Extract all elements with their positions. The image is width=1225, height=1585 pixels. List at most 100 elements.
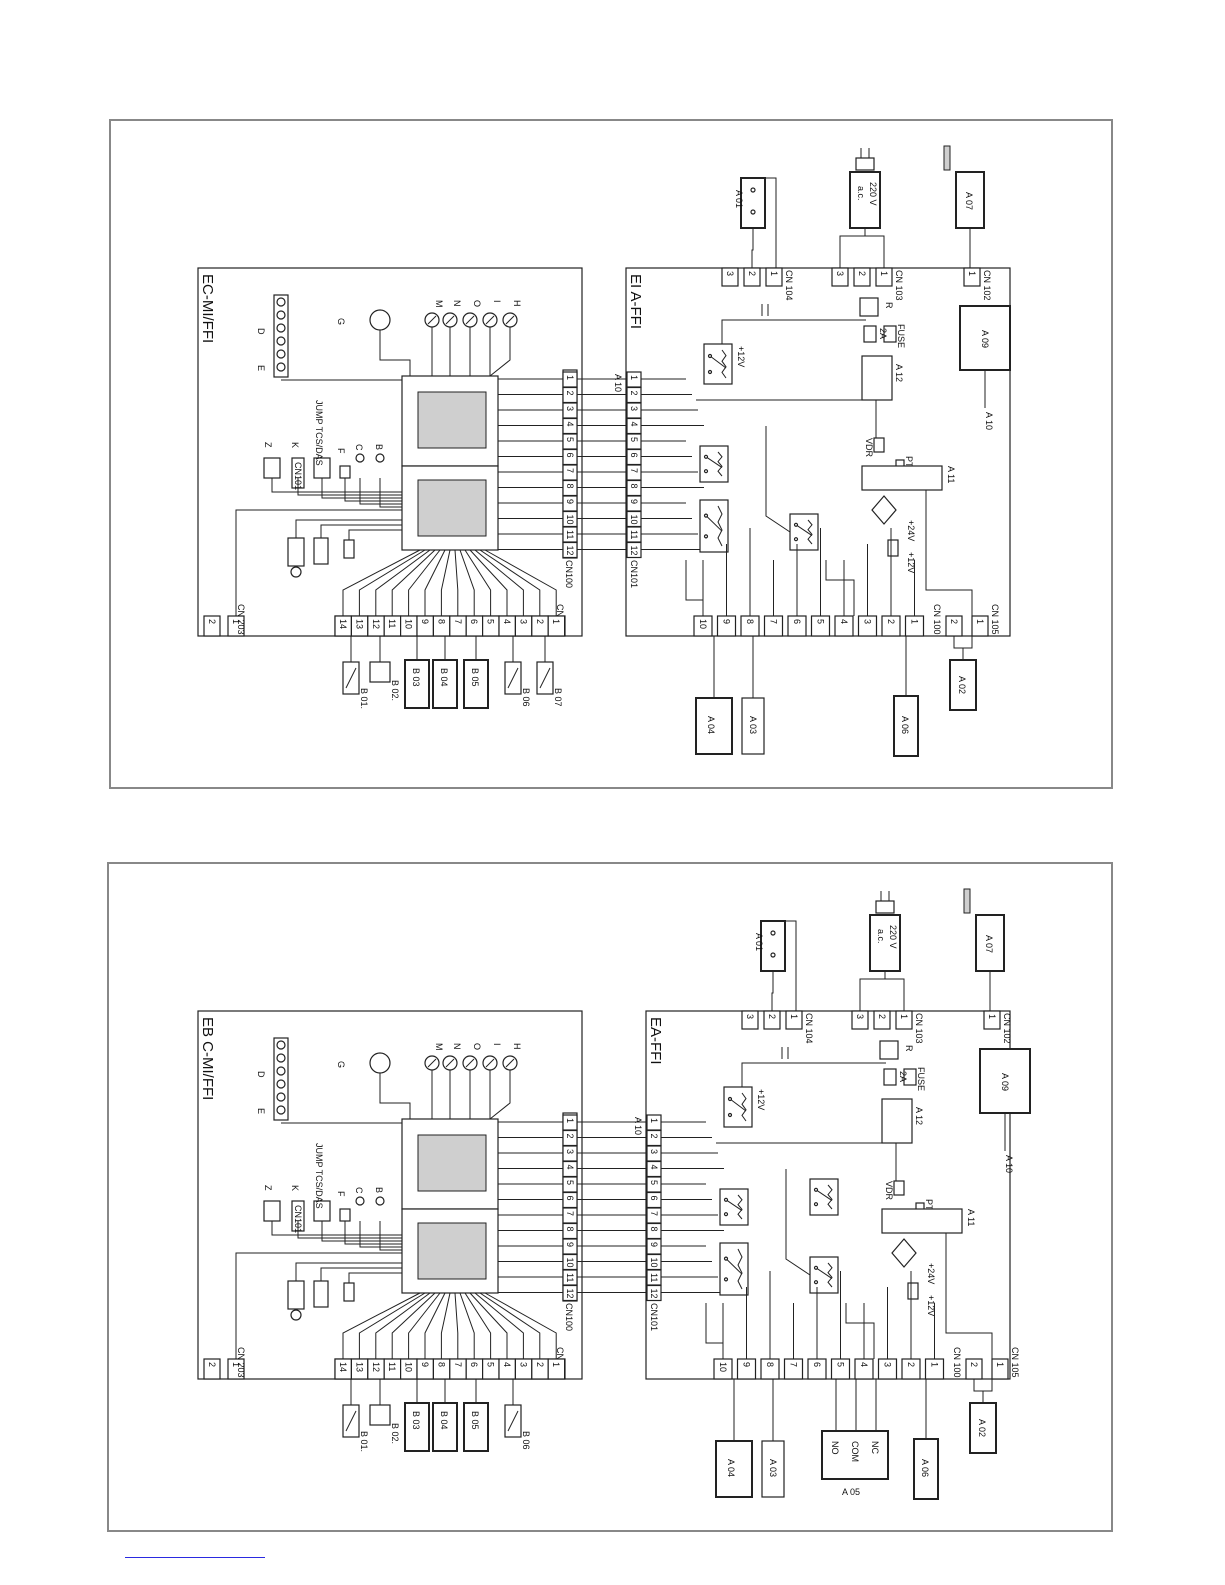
cn200-pin-number: 6 [469, 619, 479, 624]
b-component-label: B 03 [411, 1411, 421, 1430]
cn101-pin-number: 4 [649, 1165, 659, 1170]
wire [271, 1221, 402, 1236]
regulator [887, 539, 899, 557]
power-board-outline [625, 267, 1011, 637]
display-pin [276, 1105, 286, 1115]
label-k: K [290, 1185, 300, 1191]
label-fuse: FUSE [916, 1067, 926, 1091]
rectifier-bridge [891, 1238, 917, 1268]
vdr [873, 437, 885, 453]
relay-body [719, 1188, 749, 1226]
component-c [355, 1196, 365, 1206]
cn200-pin-number: 13 [354, 1362, 364, 1372]
cn101-pin-number: 8 [649, 1227, 659, 1232]
cn100-pin-number: 3 [565, 1149, 575, 1154]
cn100-pin-number: 8 [565, 484, 575, 489]
label-a03: A 03 [748, 716, 758, 734]
fuse-1 [883, 1068, 897, 1086]
component-l [343, 1282, 355, 1302]
cn100-pin-number: 10 [565, 515, 575, 525]
led-arrow [485, 1058, 495, 1068]
relay-terminal [723, 1256, 729, 1261]
relay-body [809, 1256, 839, 1294]
component-indicator [290, 1309, 302, 1321]
fuse-1 [863, 325, 877, 343]
relay-contact [795, 524, 813, 537]
cn100-power-pin-number: 8 [745, 619, 755, 624]
label-cn103: CN 103 [914, 1013, 924, 1044]
component-j [313, 537, 329, 565]
cn104-pin-number: 3 [745, 1014, 755, 1019]
b-component-label: B 02. [390, 680, 400, 701]
cn103-pin-number: 2 [857, 271, 867, 276]
label-a10-right: A 10 [1004, 1155, 1014, 1173]
relay-body [809, 1178, 839, 1216]
label-r: R [884, 302, 894, 309]
b-component-label: B 01. [359, 688, 369, 709]
cn102-pin-number: 1 [987, 1014, 997, 1019]
control-board-outline [197, 1010, 583, 1380]
wire [479, 1292, 541, 1359]
label-b: B [374, 444, 384, 450]
display-pin [276, 310, 286, 320]
component-module [287, 1280, 305, 1310]
cn200-pin-number: 2 [535, 1362, 545, 1367]
label-f: F [336, 1191, 346, 1197]
label-cn103: CN 103 [894, 270, 904, 301]
wire [765, 426, 791, 533]
cn105-pin-number: 2 [969, 1362, 979, 1367]
cn100-pin-number: 12 [565, 1289, 575, 1299]
relay-coil [827, 1184, 833, 1210]
led-arrow [445, 1058, 455, 1068]
relay-terminal [793, 537, 799, 542]
label-g: G [336, 318, 346, 325]
control-board-outline [197, 267, 583, 637]
cn105-pin-number: 1 [975, 619, 985, 624]
cn100-power-pin-number: 5 [816, 619, 826, 624]
label-a04: A 04 [706, 716, 716, 734]
relay-terminal [723, 1212, 729, 1217]
cn100-pin-number: 8 [565, 1227, 575, 1232]
mcu-chip-1 [417, 391, 487, 449]
cn100-pin-number: 9 [565, 1242, 575, 1247]
cn103-pin-number: 2 [877, 1014, 887, 1019]
cn100-pin-number: 11 [565, 1273, 575, 1282]
label-cn100-power: CN 100 [952, 1347, 962, 1378]
label-b: B [374, 1187, 384, 1193]
connector-f [339, 1208, 351, 1222]
component-b [375, 453, 385, 463]
relay-w [719, 1188, 749, 1226]
cn103-pin [873, 1010, 891, 1030]
label-jump: JUMP TCS/DAS [314, 1143, 324, 1209]
jumper-z [263, 457, 281, 479]
led-arrow [505, 315, 515, 325]
cn100-pin-number: 2 [565, 1134, 575, 1139]
label-indicator: M [434, 300, 444, 308]
label-cn102: CN 102 [982, 270, 992, 301]
wire [696, 399, 877, 438]
b-component-label: B 06 [521, 1431, 531, 1450]
b-component-label: B 04 [439, 668, 449, 687]
regulator [907, 1282, 919, 1300]
label-a12: A 12 [914, 1107, 924, 1125]
relay-r [859, 297, 879, 317]
relay-terminal [813, 1265, 819, 1270]
relay-terminal [703, 469, 709, 474]
cn104-pin [785, 1010, 803, 1030]
control-board-title: EC-MI/FFI [199, 274, 216, 343]
a05-box [821, 1430, 889, 1480]
cn104-pin [721, 267, 739, 287]
cn100-power-pin-number: 1 [930, 1362, 940, 1367]
label-cn101: CN101 [293, 462, 303, 490]
cn200-pin-number: 8 [436, 619, 446, 624]
cn200-pin-number: 12 [371, 1362, 381, 1372]
label-12v-u: +12V [736, 346, 746, 367]
wire [885, 978, 905, 1011]
wire [474, 1292, 524, 1359]
cn104-pin [765, 267, 783, 287]
label-12v-u: +12V [756, 1089, 766, 1110]
cn100-power-pin-number: 7 [789, 1362, 799, 1367]
wire [297, 1221, 402, 1239]
